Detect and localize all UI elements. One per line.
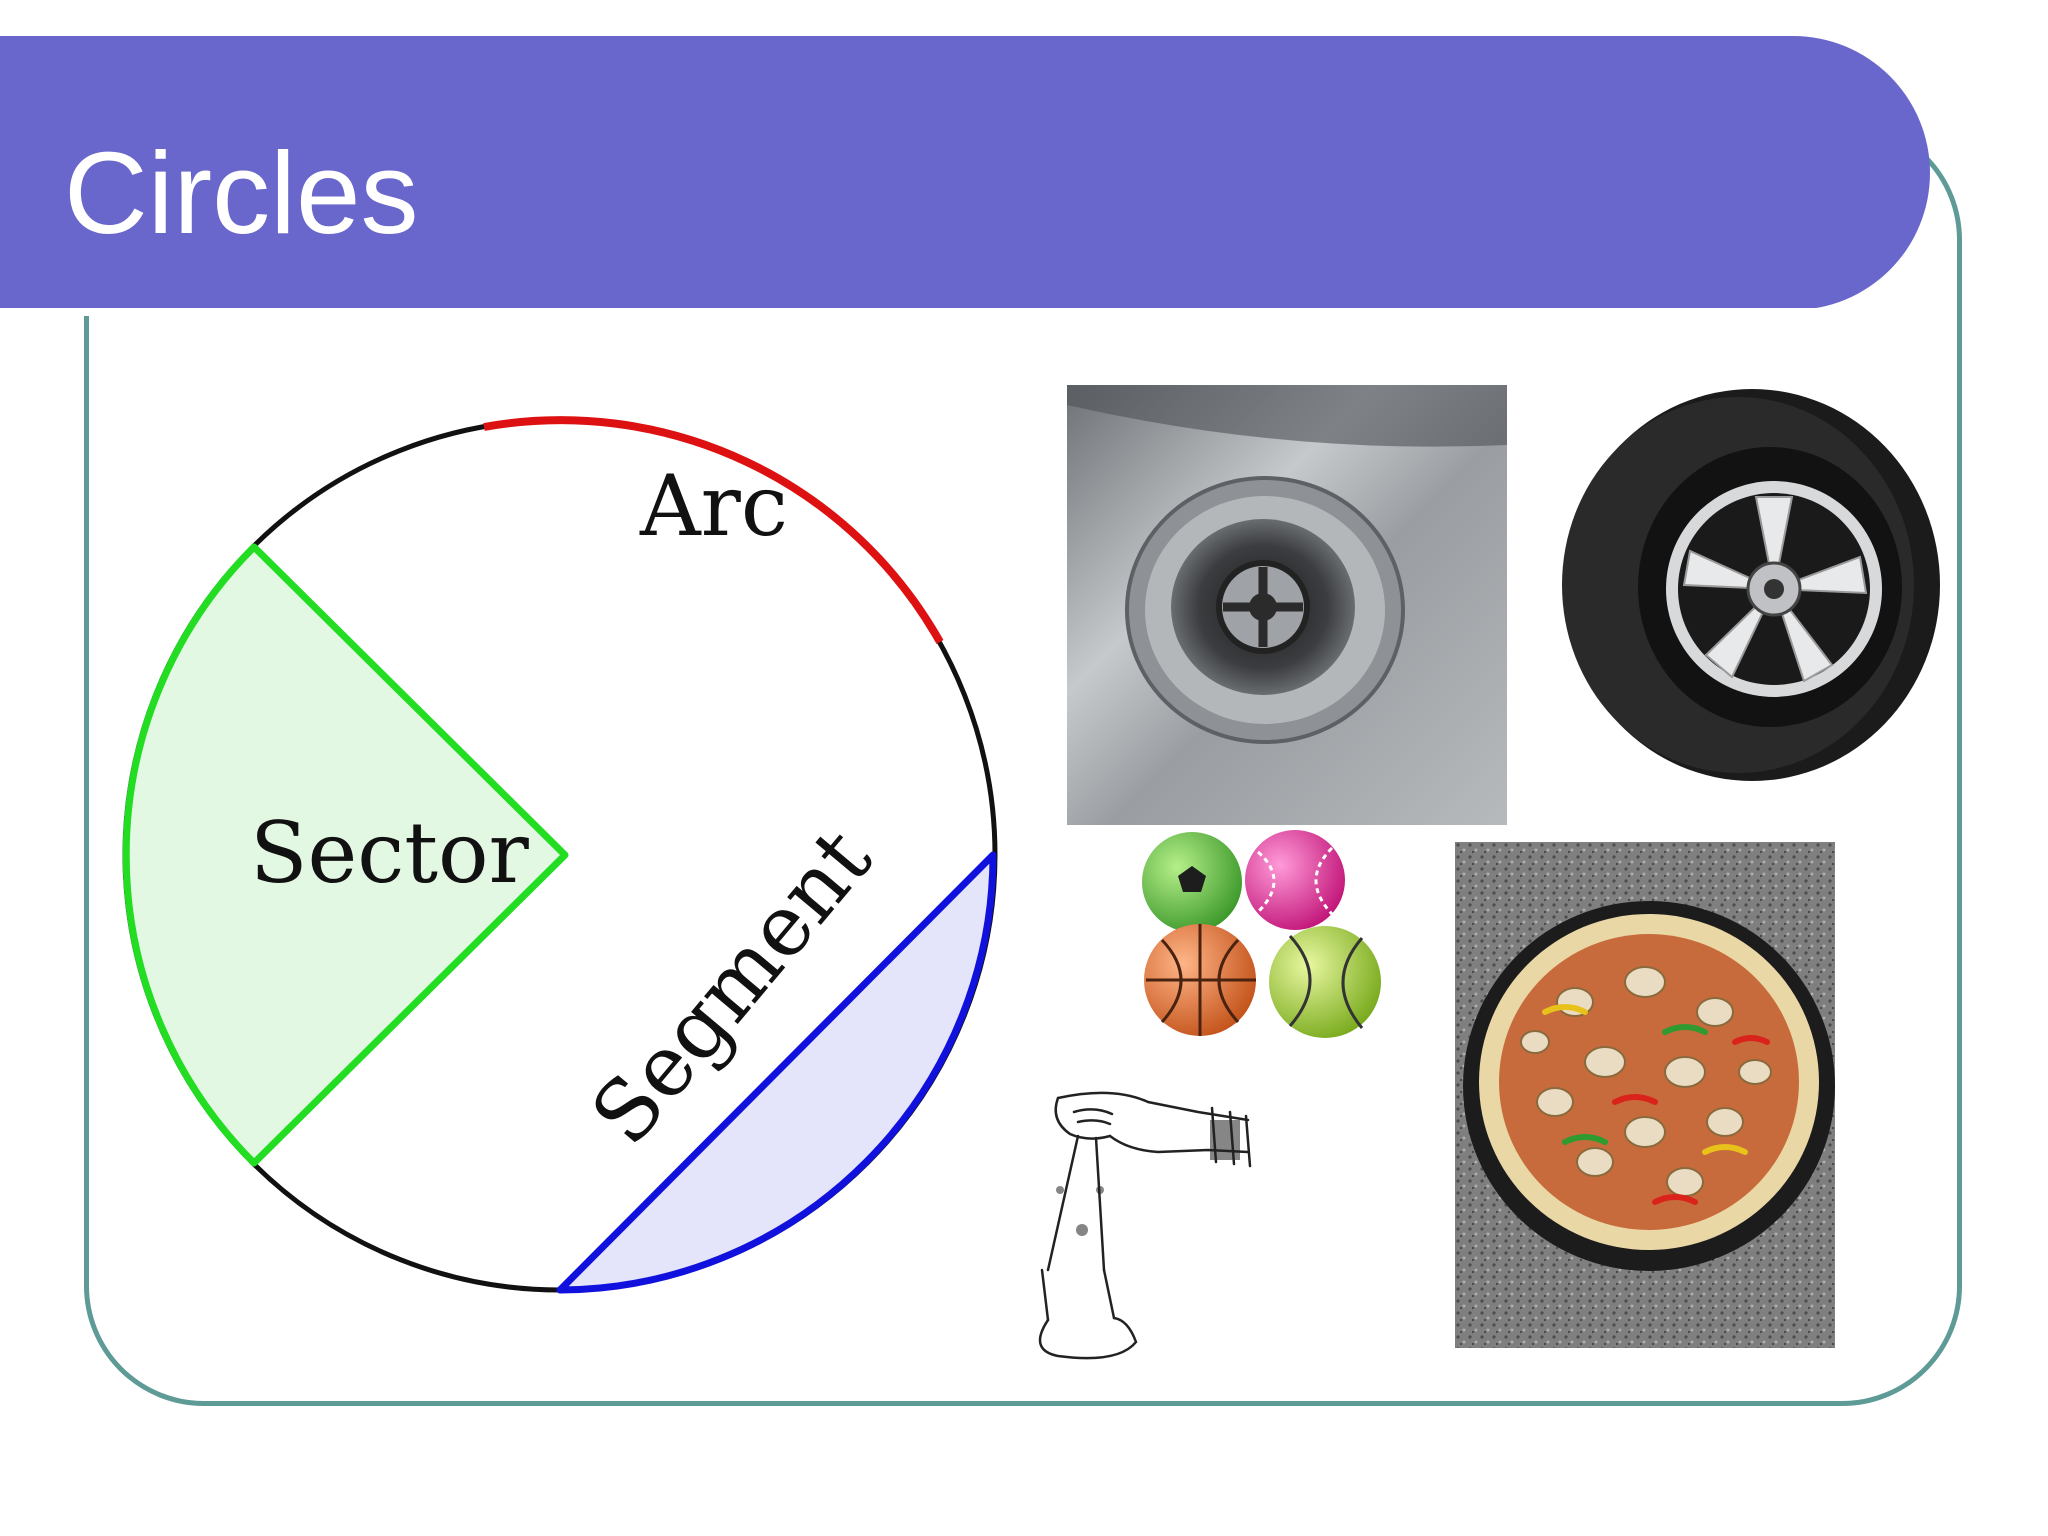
toy-balls-photo — [1142, 830, 1381, 1038]
slide-title: Circles — [64, 128, 419, 258]
sector-label: Sector — [250, 804, 530, 902]
pizza-photo — [1455, 842, 1835, 1348]
car-tire-photo — [1560, 385, 1950, 790]
sink-drain-photo — [1067, 385, 1507, 825]
arc-label: Arc — [639, 457, 788, 555]
segment-shape — [556, 851, 997, 1294]
hand-compass-sketch — [1038, 1091, 1252, 1360]
sector-shape — [122, 543, 569, 1167]
arc-line — [483, 416, 944, 644]
circle-parts-diagram: Arc Sector Segment — [122, 416, 998, 1294]
title-bar: Circles — [0, 36, 1930, 316]
title-underline — [0, 308, 1832, 316]
